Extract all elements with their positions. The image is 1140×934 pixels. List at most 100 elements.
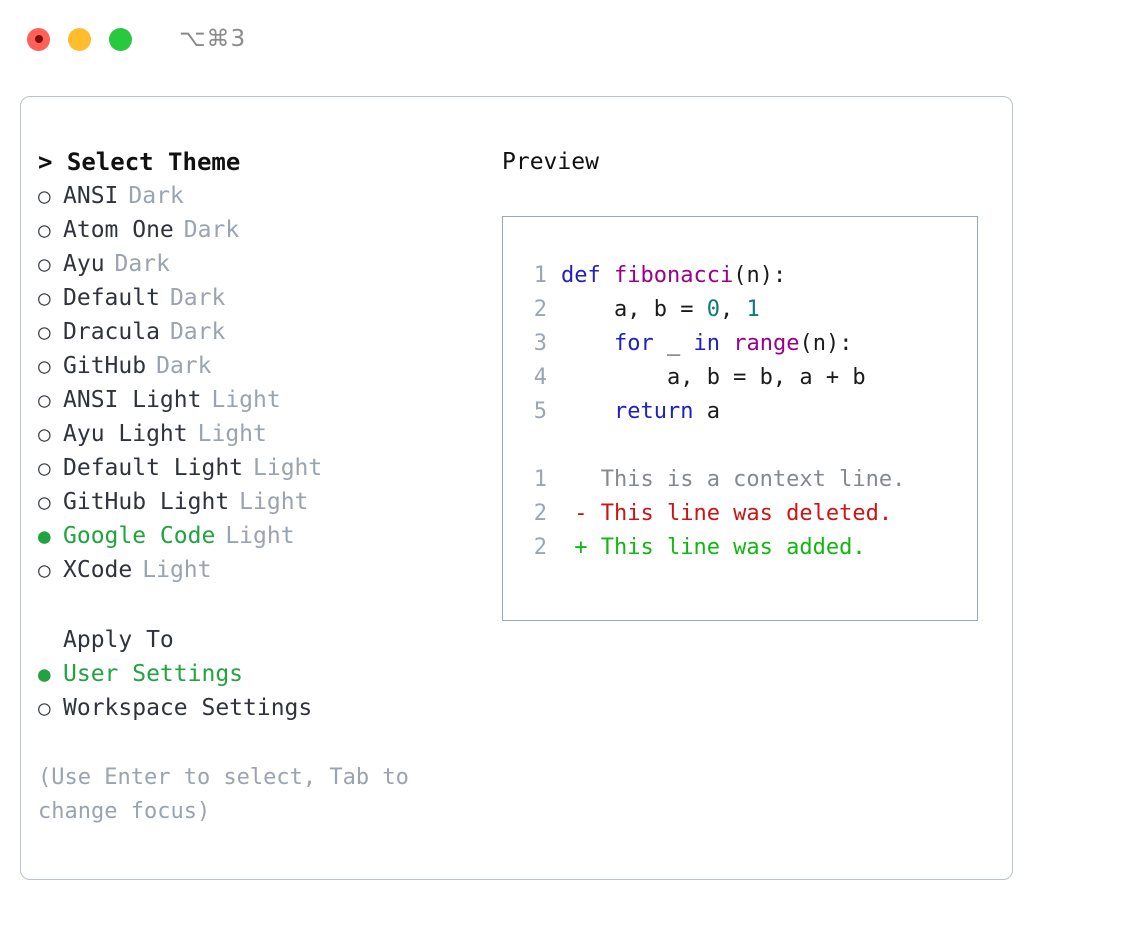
maximize-window-button[interactable] <box>109 27 132 51</box>
theme-option-8[interactable]: ○ Default Light Light <box>38 451 478 485</box>
code-token-kw: in <box>693 331 720 356</box>
apply-to-option-1[interactable]: ○Workspace Settings <box>38 691 478 725</box>
close-window-button[interactable] <box>27 27 50 51</box>
code-token-fn: fibonacci <box>614 263 734 288</box>
radio-unselected-icon: ○ <box>38 388 51 412</box>
radio-unselected-icon: ○ <box>38 696 51 720</box>
theme-category-label: Dark <box>183 217 240 243</box>
diff-line-add: 2 + This line was added. <box>517 531 977 565</box>
theme-option-2[interactable]: ○ Ayu Dark <box>38 247 478 281</box>
theme-category-label: Light <box>239 489 309 515</box>
theme-option-label: Default Light <box>63 455 244 481</box>
apply-to-list: ● User Settings ○Workspace Settings <box>38 657 478 725</box>
theme-category-label: Light <box>253 455 323 481</box>
title-bar: ⌥⌘3 <box>0 0 1140 78</box>
theme-option-label: ANSI Light <box>63 387 202 413</box>
code-token-num: 0 <box>706 297 720 322</box>
line-number: 2 <box>533 535 547 560</box>
code-token-pln: (n): <box>733 263 787 288</box>
code-token-pln: _ <box>653 331 694 356</box>
radio-unselected-icon: ○ <box>38 218 51 242</box>
theme-option-label: Google Code <box>63 523 216 549</box>
theme-option-label: Dracula <box>63 319 160 345</box>
radio-unselected-icon: ○ <box>38 252 51 276</box>
radio-unselected-icon: ○ <box>38 558 51 582</box>
radio-unselected-icon: ○ <box>38 354 51 378</box>
code-line: 1 def fibonacci(n): <box>517 259 977 293</box>
theme-category-label: Dark <box>169 285 226 311</box>
code-text: def fibonacci(n): <box>561 259 786 293</box>
line-number: 1 <box>533 263 547 288</box>
preview-title: Preview <box>502 149 599 175</box>
theme-category-label: Dark <box>128 183 184 209</box>
theme-option-label: Default <box>63 285 160 311</box>
line-number: 5 <box>533 399 547 424</box>
code-line: 5 return a <box>517 395 977 429</box>
diff-line-del: 2 - This line was deleted. <box>517 497 977 531</box>
theme-category-label: Light <box>211 387 281 413</box>
code-text: a, b = 0, 1 <box>561 293 760 327</box>
theme-option-6[interactable]: ○ ANSI Light Light <box>38 383 478 417</box>
code-token-pln: , <box>719 297 747 322</box>
code-token-pln: a, b = b, a + b <box>561 365 866 390</box>
theme-category-label: Dark <box>114 251 170 277</box>
apply-to-option-0[interactable]: ● User Settings <box>38 657 478 691</box>
diff-line-ctx: 1 This is a context line. <box>517 463 977 497</box>
theme-option-label: XCode <box>63 557 133 583</box>
theme-option-label: Ayu <box>63 251 105 277</box>
apply-to-section: Apply To ● User Settings ○Workspace Settin… <box>38 623 478 725</box>
theme-option-3[interactable]: ○ Default Dark <box>38 281 478 315</box>
diff-text: - This line was deleted. <box>561 501 893 526</box>
diff-text: This is a context line. <box>561 467 906 492</box>
diff-text: + This line was added. <box>561 535 866 560</box>
theme-option-1[interactable]: ○ Atom One Dark <box>38 213 478 247</box>
minimize-window-button[interactable] <box>68 27 91 51</box>
line-number: 3 <box>533 331 547 356</box>
code-text: return a <box>561 395 720 429</box>
code-token-pln: (n): <box>799 331 853 356</box>
apply-to-option-label: User Settings <box>63 661 244 687</box>
radio-unselected-icon: ○ <box>38 286 51 310</box>
theme-option-label: Ayu Light <box>63 421 188 447</box>
code-token-pln <box>561 399 614 424</box>
code-token-pln <box>561 331 614 356</box>
code-token-kw: return <box>613 399 694 424</box>
theme-category-label: Light <box>225 523 295 549</box>
code-token-kw: for <box>613 331 654 356</box>
code-line: 2 a, b = 0, 1 <box>517 293 977 327</box>
code-token-kw: def <box>561 263 601 288</box>
radio-selected-icon: ● <box>38 662 51 686</box>
code-text: for _ in range(n): <box>561 327 852 361</box>
radio-unselected-icon: ○ <box>38 490 51 514</box>
line-number: 4 <box>533 365 547 390</box>
keyboard-hint-text: (Use Enter to select, Tab to change focu… <box>38 765 423 824</box>
theme-category-label: Dark <box>156 353 212 379</box>
code-token-fn: range <box>733 331 800 356</box>
line-number: 2 <box>533 297 547 322</box>
theme-category-label: Light <box>197 421 267 447</box>
theme-category-label: Dark <box>169 319 226 345</box>
code-line: 4 a, b = b, a + b <box>517 361 977 395</box>
code-text: a, b = b, a + b <box>561 361 866 395</box>
radio-unselected-icon: ○ <box>38 456 51 480</box>
diff-sample: 1 This is a context line.2 - This line w… <box>517 463 977 565</box>
code-token-pln <box>601 263 614 288</box>
theme-option-label: Atom One <box>63 217 174 243</box>
keyboard-shortcut-label: ⌥⌘3 <box>179 26 247 52</box>
page-title: > Select Theme <box>38 148 241 176</box>
apply-to-title: Apply To <box>63 627 174 653</box>
